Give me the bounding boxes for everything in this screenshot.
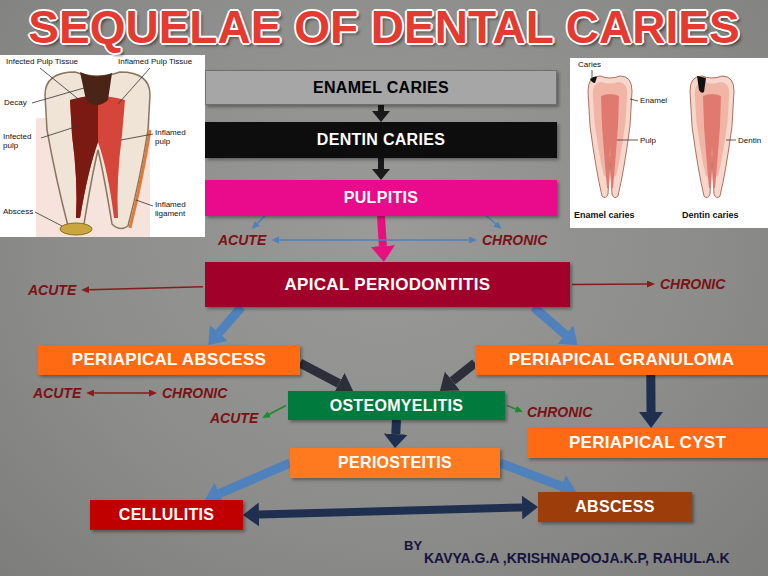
part-label: Abscess bbox=[3, 207, 33, 216]
box-text: PERIAPICAL CYST bbox=[569, 433, 726, 453]
caries-tooth-illustration bbox=[570, 58, 768, 228]
stage-label: ACUTE bbox=[33, 385, 81, 401]
process-box: PERIAPICAL GRANULOMA bbox=[475, 345, 768, 375]
inflamed-ligament bbox=[130, 130, 150, 228]
label-arrow bbox=[279, 239, 469, 241]
flow-arrow bbox=[378, 158, 384, 169]
tooth bbox=[45, 72, 150, 229]
picture-ground bbox=[0, 55, 205, 237]
flow-arrow bbox=[646, 375, 655, 412]
label-arrow bbox=[257, 216, 264, 223]
flow-arrow bbox=[452, 363, 475, 381]
label-arrow bbox=[487, 216, 496, 224]
part-label: Pulp bbox=[640, 136, 656, 145]
inflamed-pulp bbox=[70, 96, 125, 218]
stage-label: CHRONIC bbox=[482, 232, 547, 248]
box-text: PERIAPICAL GRANULOMA bbox=[509, 350, 735, 370]
process-box: APICAL PERIODONTITIS bbox=[205, 262, 570, 307]
box-text: OSTEOMYELITIS bbox=[330, 397, 464, 415]
process-box: PERIAPICAL ABSCESS bbox=[38, 345, 300, 375]
page-title: SEQUELAE OF DENTAL CARIES bbox=[0, 0, 768, 54]
stage-label: CHRONIC bbox=[162, 385, 227, 401]
part-label: Enamel bbox=[640, 96, 667, 105]
stage-label: ACUTE bbox=[210, 410, 258, 426]
process-box: PULPITIS bbox=[205, 180, 557, 216]
box-text: APICAL PERIODONTITIS bbox=[285, 275, 491, 295]
flow-arrow bbox=[534, 307, 566, 335]
label-arrow bbox=[269, 406, 286, 415]
box-text: ENAMEL CARIES bbox=[313, 79, 449, 97]
part-label: Inflamed pulp bbox=[155, 128, 199, 146]
label-arrow bbox=[507, 406, 516, 409]
byline: BY bbox=[404, 538, 422, 553]
process-box: DENTIN CARIES bbox=[205, 122, 557, 158]
flow-arrow bbox=[259, 507, 522, 514]
leader-lines bbox=[32, 68, 153, 226]
figure-caption: Dentin caries bbox=[682, 210, 739, 220]
process-box: PERIAPICAL CYST bbox=[527, 428, 768, 458]
process-box: ENAMEL CARIES bbox=[205, 70, 557, 105]
part-label: Inflamed ligament bbox=[155, 200, 201, 218]
flow-arrow bbox=[219, 463, 290, 494]
flow-arrow bbox=[500, 463, 562, 486]
flow-arrow bbox=[219, 307, 242, 333]
stage-label: ACUTE bbox=[218, 232, 266, 248]
label-arrow bbox=[572, 283, 647, 285]
flow-arrow bbox=[300, 363, 339, 384]
process-box: OSTEOMYELITIS bbox=[288, 391, 505, 420]
infected-pulp bbox=[70, 95, 98, 218]
abscess bbox=[60, 223, 92, 235]
flow-arrow bbox=[391, 420, 401, 434]
process-box: ABSCESS bbox=[538, 492, 692, 522]
flow-arrow bbox=[378, 105, 384, 111]
flow-arrow bbox=[381, 216, 383, 246]
part-label: Infected pulp bbox=[3, 132, 39, 150]
author-names: KAVYA.G.A ,KRISHNAPOOJA.K.P, RAHUL.A.K bbox=[424, 550, 730, 566]
leader-lines bbox=[592, 70, 736, 140]
process-box: PERIOSTEITIS bbox=[290, 448, 500, 478]
stage-label: ACUTE bbox=[28, 282, 76, 298]
figure-caption: Enamel caries bbox=[574, 210, 635, 220]
stage-label: CHRONIC bbox=[660, 276, 725, 292]
box-text: PULPITIS bbox=[344, 189, 418, 207]
process-box: CELLULITIS bbox=[90, 500, 243, 530]
box-text: PERIOSTEITIS bbox=[338, 454, 452, 472]
label-arrow bbox=[89, 287, 203, 290]
box-text: PERIAPICAL ABSCESS bbox=[72, 350, 266, 370]
box-text: DENTIN CARIES bbox=[317, 131, 445, 149]
label-arrow bbox=[94, 392, 149, 394]
decay bbox=[80, 72, 112, 105]
part-label: Inflamed Pulp Tissue bbox=[118, 57, 192, 66]
box-text: CELLULITIS bbox=[119, 506, 214, 524]
part-label: Caries bbox=[578, 60, 601, 69]
picture-ground bbox=[570, 58, 768, 228]
box-text: ABSCESS bbox=[575, 498, 654, 516]
part-label: Dentin bbox=[738, 136, 761, 145]
stage-label: CHRONIC bbox=[527, 404, 592, 420]
part-label: Infected Pulp Tissue bbox=[6, 57, 78, 66]
infected-tooth-illustration bbox=[0, 55, 205, 237]
part-label: Decay bbox=[4, 98, 27, 107]
